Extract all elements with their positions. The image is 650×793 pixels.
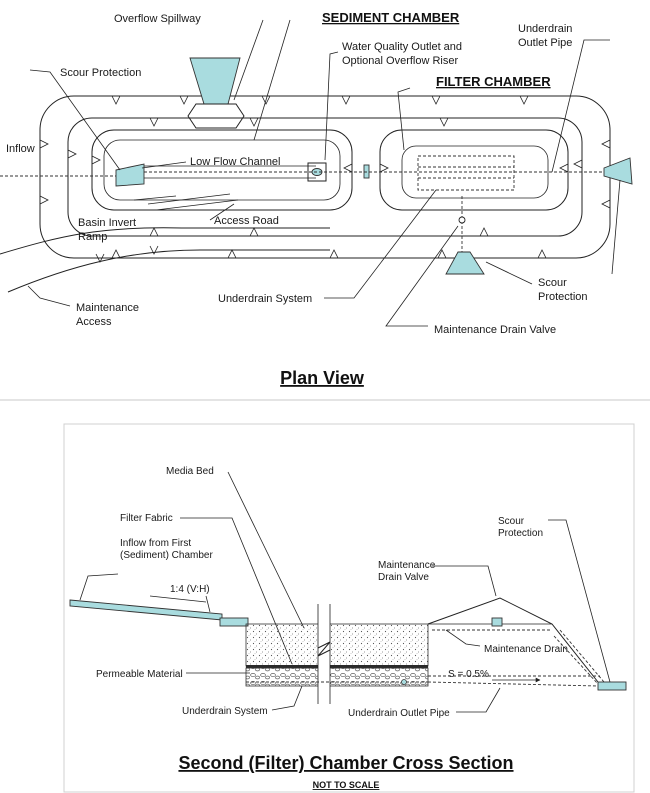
slope-dimension xyxy=(149,595,207,603)
overflow-spillway-crest xyxy=(187,103,245,129)
permeable-material xyxy=(245,667,429,687)
media-bed xyxy=(245,623,429,667)
plan-view: Overflow Spillway SEDIMENT CHAMBER Water… xyxy=(0,10,633,388)
label-filter-fabric: Filter Fabric xyxy=(120,513,173,524)
label-media-bed: Media Bed xyxy=(166,466,214,477)
underdrain-outlet-pipe xyxy=(427,681,599,687)
label-overflow-spillway: Overflow Spillway xyxy=(114,13,201,25)
label-maintenance-drain-valve-plan: Maintenance Drain Valve xyxy=(434,324,556,336)
filter-embankment xyxy=(427,597,599,683)
plan-view-title: Plan View xyxy=(280,368,365,388)
label-scour-protection-right-2: Protection xyxy=(538,291,588,303)
label-grade: S = 0.5% xyxy=(448,669,489,680)
label-maintenance-drain-valve-2: Drain Valve xyxy=(378,572,429,583)
not-to-scale-note: NOT TO SCALE xyxy=(313,780,380,790)
underdrain-grid xyxy=(417,155,515,191)
label-filter-chamber: FILTER CHAMBER xyxy=(436,74,551,89)
underdrain-outlet-riprap xyxy=(603,157,633,185)
cross-section-view: Media Bed Filter Fabric Inflow from Firs… xyxy=(63,423,635,793)
label-basin-invert-1: Basin Invert xyxy=(78,217,136,229)
label-sediment-chamber: SEDIMENT CHAMBER xyxy=(322,10,460,25)
filter-fabric xyxy=(246,665,428,668)
label-underdrain-outlet-pipe: Underdrain Outlet Pipe xyxy=(348,708,450,719)
bottom-scour-riprap xyxy=(445,251,485,275)
label-maintenance-access-2: Access xyxy=(76,316,112,328)
label-underdrain-system-section: Underdrain System xyxy=(182,706,268,717)
section-frame xyxy=(63,423,635,793)
slope-ticks xyxy=(39,95,611,259)
label-inflow-2: (Sediment) Chamber xyxy=(120,550,213,561)
inflow-pipe-outlet xyxy=(219,617,249,627)
label-inflow-1: Inflow from First xyxy=(120,538,191,549)
label-permeable-material: Permeable Material xyxy=(96,669,183,680)
label-maintenance-access-1: Maintenance xyxy=(76,302,139,314)
inflow-pipe xyxy=(69,599,223,621)
sediment-chamber-basin xyxy=(91,129,353,211)
label-inflow: Inflow xyxy=(6,143,35,155)
label-underdrain-outlet-1: Underdrain xyxy=(518,23,572,35)
label-water-quality-outlet-1: Water Quality Outlet and xyxy=(342,41,462,53)
sediment-chamber-floor xyxy=(103,139,341,201)
maintenance-drain-valve-box xyxy=(491,617,503,627)
label-basin-invert-2: Ramp xyxy=(78,231,107,243)
label-water-quality-outlet-2: Optional Overflow Riser xyxy=(342,55,458,67)
label-access-road: Access Road xyxy=(214,215,279,227)
label-scour-protection-left: Scour Protection xyxy=(60,67,141,79)
overflow-spillway-riprap xyxy=(189,57,241,105)
label-underdrain-system-plan: Underdrain System xyxy=(218,293,312,305)
cross-section-title: Second (Filter) Chamber Cross Section xyxy=(178,753,513,773)
scour-protection-pad xyxy=(597,681,627,691)
label-scour-protection-right-1: Scour xyxy=(538,277,567,289)
basin-invert-ramp xyxy=(147,193,239,211)
access-road xyxy=(0,227,330,293)
label-underdrain-outlet-2: Outlet Pipe xyxy=(518,37,572,49)
low-flow-channel xyxy=(138,165,316,179)
inner-embankment xyxy=(67,117,583,237)
label-scour-protection-1: Scour xyxy=(498,516,525,527)
filter-chamber-basin xyxy=(379,129,569,211)
label-low-flow-channel: Low Flow Channel xyxy=(190,156,281,168)
inflow-scour-riprap xyxy=(115,163,145,187)
connector-pipe-block xyxy=(363,164,370,179)
drain-valve-symbol xyxy=(458,216,466,224)
label-slope: 1:4 (V:H) xyxy=(170,584,210,595)
label-maintenance-drain-valve-1: Maintenance xyxy=(378,560,436,571)
label-maintenance-drain: Maintenance Drain xyxy=(484,644,568,655)
label-scour-protection-2: Protection xyxy=(498,528,543,539)
